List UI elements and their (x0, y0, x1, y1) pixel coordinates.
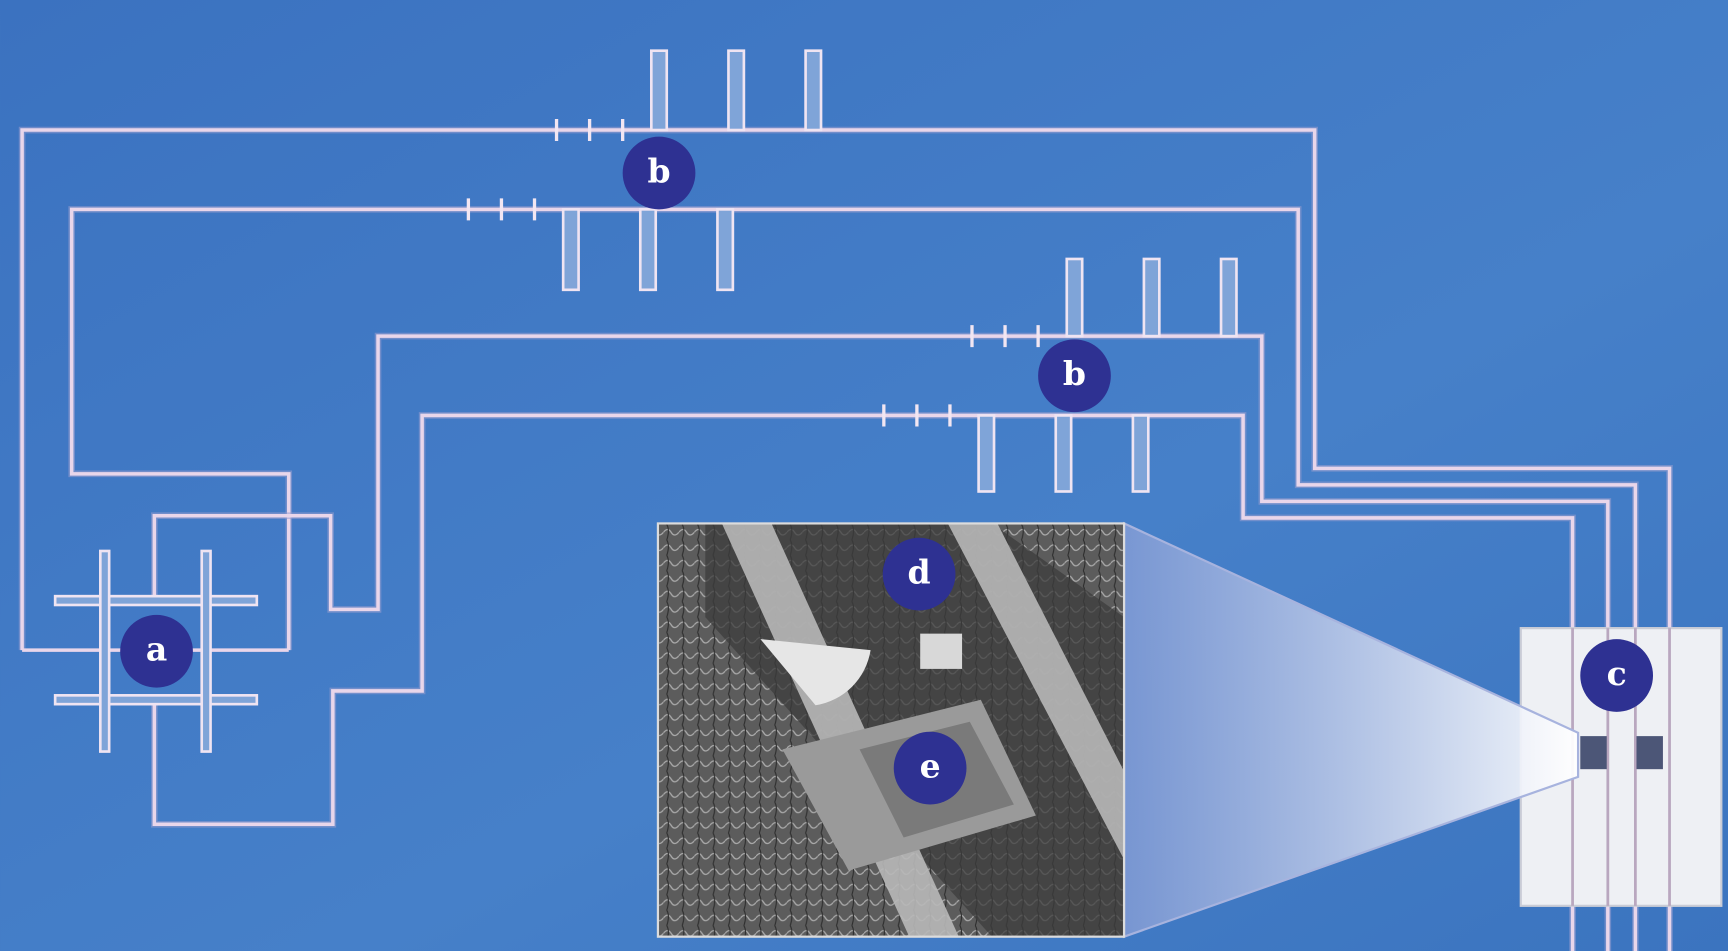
trace-2 (69, 207, 1638, 951)
trace-1 (20, 128, 1672, 951)
label-a: a (120, 614, 193, 688)
label-e-text: e (920, 746, 941, 785)
label-b-middle-text: b (1063, 354, 1086, 393)
label-c: c (1580, 639, 1654, 712)
coupling-capacitors (466, 119, 1040, 427)
trace-4 (152, 413, 1575, 951)
label-a-text: a (146, 630, 167, 669)
cross-grid (53, 549, 259, 753)
label-c-text: c (1607, 654, 1627, 693)
resonator-stubs (561, 49, 1238, 493)
label-b-top: b (622, 136, 696, 210)
label-e: e (893, 731, 967, 805)
trace-3 (152, 334, 1610, 951)
label-b-top-text: b (647, 151, 670, 190)
sem-inset (656, 522, 1126, 938)
label-d-text: d (908, 552, 931, 591)
label-b-middle: b (1038, 339, 1111, 413)
waveguide-traces (18, 126, 1673, 951)
label-d: d (882, 537, 956, 611)
